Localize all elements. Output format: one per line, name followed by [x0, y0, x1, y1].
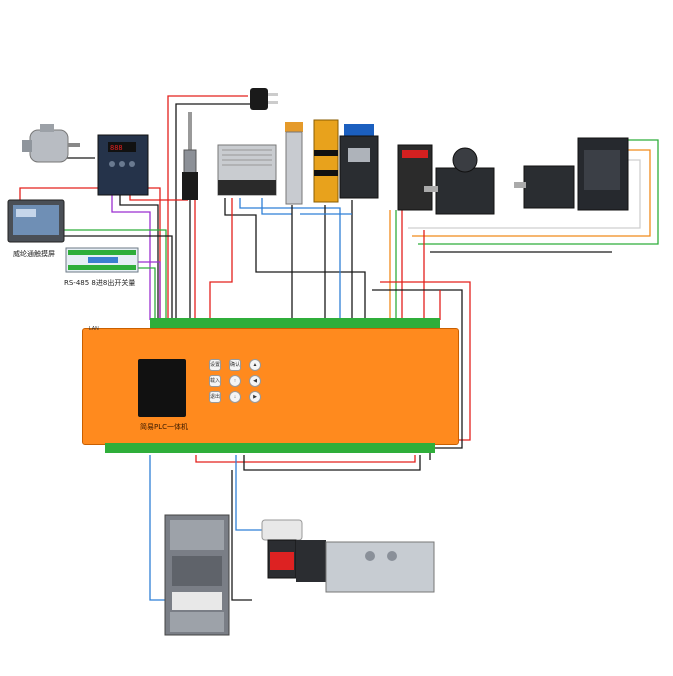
servo-motor-icon — [397, 144, 495, 215]
plc-unit: LAN 设置 确认 ▲ 载入 ↑ ◀ 退出 ↓ ▶ 简易PLC一体机 — [82, 326, 459, 445]
arrow-left-icon[interactable]: ◀ — [249, 375, 261, 387]
contactor-icon — [164, 514, 230, 636]
plc-key-confirm[interactable]: 确认 — [229, 359, 241, 371]
plc-screen — [138, 359, 186, 417]
proximity-sensor-icon — [285, 122, 303, 205]
arrow-up-icon[interactable]: ↑ — [229, 375, 241, 387]
arrow-down-icon[interactable]: ↓ — [229, 391, 241, 403]
plc-title: 简易PLC一体机 — [140, 423, 189, 431]
photoelectric-sensor-icon — [313, 119, 339, 203]
plc-key-load[interactable]: 载入 — [209, 375, 221, 387]
plc-key-exit[interactable]: 退出 — [209, 391, 221, 403]
plc-top-terminals — [150, 318, 440, 328]
plc-key-setup[interactable]: 设置 — [209, 359, 221, 371]
svg-text:888: 888 — [110, 144, 123, 152]
io-module-icon — [65, 247, 139, 273]
temperature-sensor-icon — [182, 112, 198, 200]
arrow-right-icon[interactable]: ▶ — [249, 391, 261, 403]
motor-icon — [22, 124, 80, 163]
inverter-icon: 888 — [97, 134, 149, 196]
switch-icon — [339, 124, 379, 199]
touchscreen-label: 威纶通触摸屏 — [13, 250, 55, 258]
power-supply-icon — [217, 144, 277, 196]
arrow-up-icon[interactable]: ▲ — [249, 359, 261, 371]
plc-port-label: LAN — [89, 326, 99, 332]
io-module-label: RS-485 8进8出开关量 — [64, 279, 136, 287]
ac-plug-icon — [250, 88, 278, 110]
solenoid-valve-icon — [261, 519, 435, 593]
plc-bottom-terminals — [105, 443, 435, 453]
touchscreen-icon — [7, 199, 65, 243]
stepper-driver-icon — [514, 137, 629, 211]
